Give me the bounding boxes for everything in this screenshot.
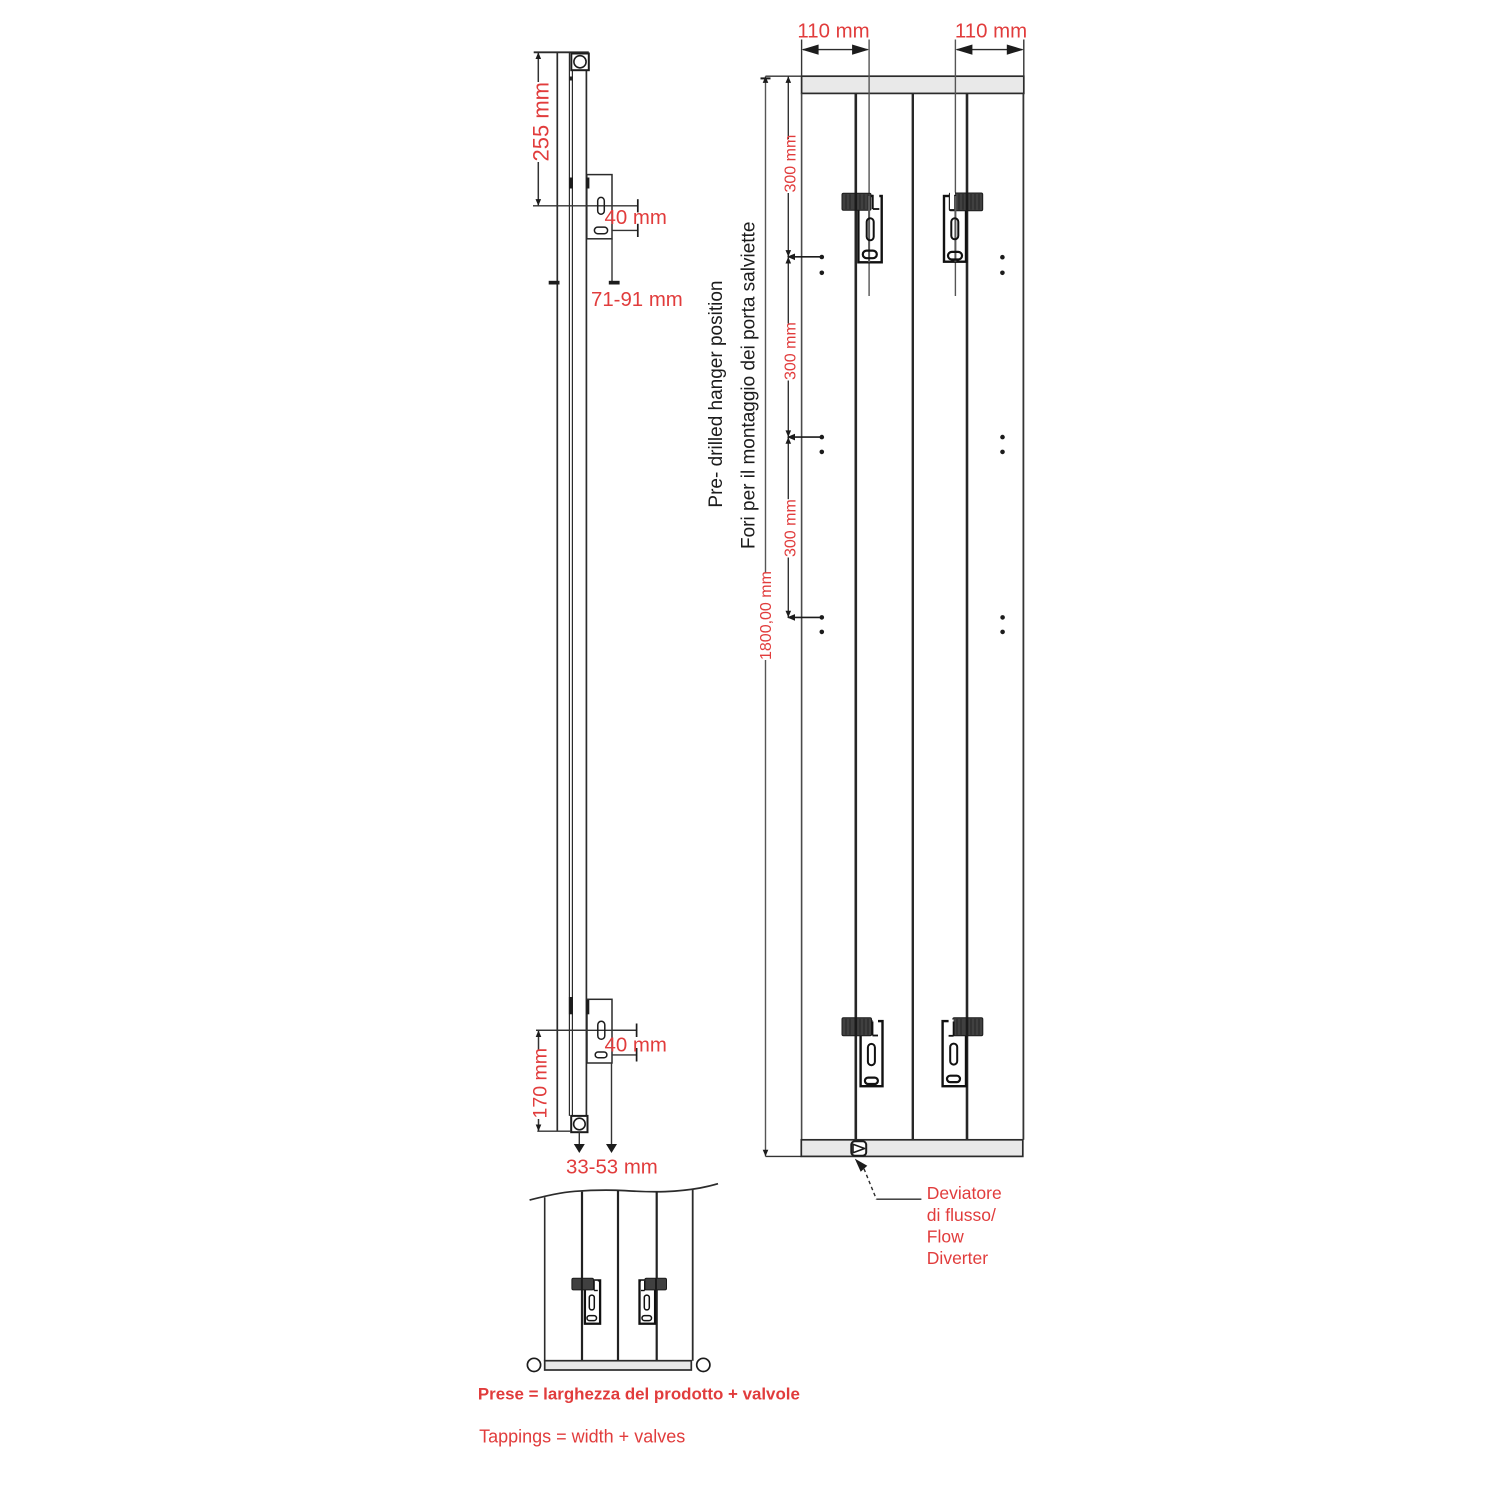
svg-text:170 mm: 170 mm xyxy=(530,1048,552,1118)
svg-text:33-53 mm: 33-53 mm xyxy=(566,1156,658,1178)
svg-text:Fori per il montaggio dei port: Fori per il montaggio dei porta salviett… xyxy=(739,222,760,549)
svg-text:71-91 mm: 71-91 mm xyxy=(591,289,683,311)
svg-text:Prese = larghezza del prodotto: Prese = larghezza del prodotto + valvole xyxy=(478,1385,800,1404)
svg-text:Flow: Flow xyxy=(927,1226,964,1246)
svg-text:300 mm: 300 mm xyxy=(783,322,800,380)
svg-text:Deviatore: Deviatore xyxy=(927,1183,1002,1203)
svg-text:Diverter: Diverter xyxy=(927,1248,988,1268)
svg-text:40 mm: 40 mm xyxy=(605,207,667,229)
svg-text:Tappings = width + valves: Tappings = width + valves xyxy=(479,1427,685,1447)
svg-text:255 mm: 255 mm xyxy=(529,82,554,161)
svg-text:300 mm: 300 mm xyxy=(783,499,800,557)
svg-text:Pre- drilled hanger position: Pre- drilled hanger position xyxy=(706,281,727,508)
svg-text:1800,00 mm: 1800,00 mm xyxy=(758,571,775,660)
svg-text:110 mm: 110 mm xyxy=(955,21,1027,43)
svg-text:110 mm: 110 mm xyxy=(797,21,869,43)
svg-text:di flusso/: di flusso/ xyxy=(927,1205,996,1225)
svg-text:40 mm: 40 mm xyxy=(605,1035,667,1057)
svg-text:300 mm: 300 mm xyxy=(783,135,800,193)
